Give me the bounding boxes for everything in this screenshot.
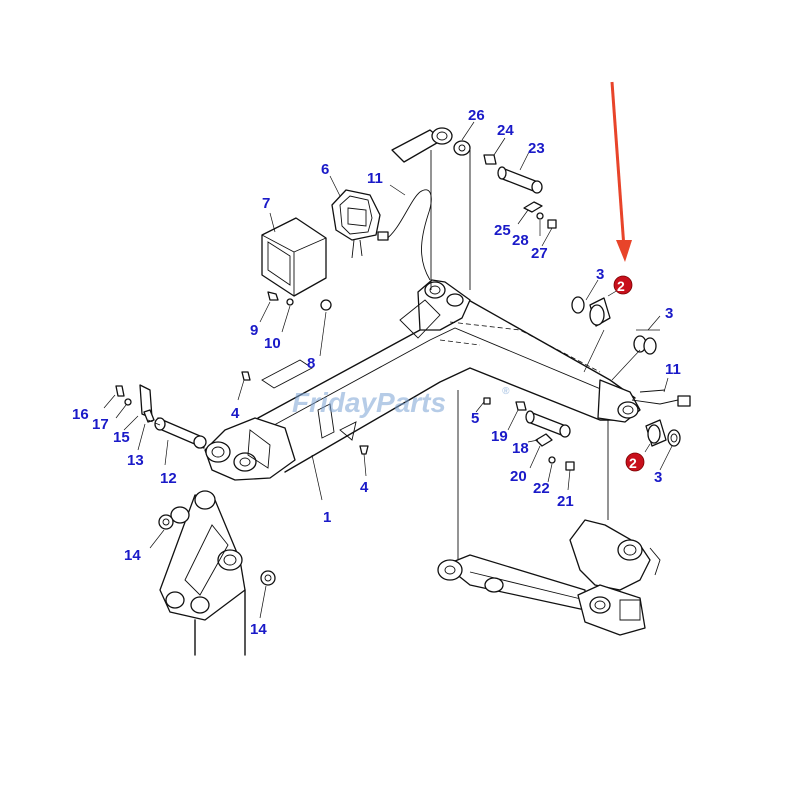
bushing-upper [571, 279, 619, 373]
cylinder-pin-group [483, 137, 557, 247]
callout-4-lower: 4 [360, 479, 369, 496]
callout-22: 22 [533, 480, 550, 497]
callout-26: 26 [468, 107, 485, 124]
callout-3-right: 3 [665, 305, 673, 322]
highlight-arrow [610, 81, 632, 262]
callout-28: 28 [512, 232, 529, 249]
callout-20: 20 [510, 468, 527, 485]
callout-17: 17 [92, 416, 109, 433]
callout-14-right: 14 [250, 621, 267, 638]
callout-16: 16 [72, 406, 89, 423]
callout-25: 25 [494, 222, 511, 239]
callout-10: 10 [264, 335, 281, 352]
callout-11-right: 11 [665, 361, 681, 378]
wire-harness-right [631, 377, 691, 407]
callout-27: 27 [531, 245, 548, 262]
boom-cylinder-top [391, 121, 475, 290]
callout-13: 13 [127, 452, 144, 469]
callout-14-left: 14 [124, 547, 141, 564]
callout-1: 1 [323, 509, 331, 526]
badge-upper-label: 2 [617, 278, 625, 294]
watermark-symbol: ® [502, 386, 510, 397]
callout-15: 15 [113, 429, 130, 446]
arm-bracket [569, 420, 661, 636]
foot-pin-group [103, 384, 207, 466]
callout-11-upper: 11 [367, 170, 383, 187]
arm-pin-group [475, 397, 575, 491]
callout-labels: 1 3 3 3 4 4 5 6 7 8 9 10 11 11 12 13 14 … [72, 107, 681, 638]
arm-lower-left [149, 490, 276, 656]
callout-18: 18 [512, 440, 529, 457]
highlight-badge-upper: 2 [613, 275, 633, 295]
boom-assembly [204, 279, 641, 501]
callout-8: 8 [307, 355, 315, 372]
callout-6: 6 [321, 161, 329, 178]
watermark: FridayParts ® [292, 386, 510, 418]
highlight-badge-lower: 2 [625, 452, 645, 472]
callout-24: 24 [497, 122, 514, 139]
work-lamp [329, 175, 381, 259]
callout-3-upper: 3 [596, 266, 604, 283]
shims-right [611, 315, 661, 381]
watermark-text: FridayParts [292, 387, 446, 418]
callout-7: 7 [262, 195, 270, 212]
lamp-guard [261, 212, 327, 297]
callout-12: 12 [160, 470, 177, 487]
callout-4-left: 4 [231, 405, 240, 422]
badge-lower-label: 2 [629, 455, 637, 471]
callout-21: 21 [557, 493, 574, 510]
callout-9: 9 [250, 322, 258, 339]
callout-23: 23 [528, 140, 545, 157]
wire-harness-upper [377, 184, 432, 281]
bushing-lower [644, 419, 681, 471]
callout-19: 19 [491, 428, 508, 445]
callout-3-lower: 3 [654, 469, 662, 486]
small-hardware-left [237, 291, 369, 477]
callout-5: 5 [471, 410, 479, 427]
